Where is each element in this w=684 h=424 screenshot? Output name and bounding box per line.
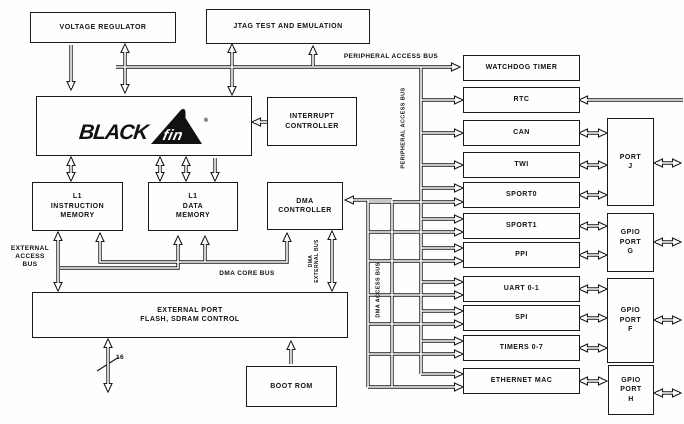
block-label: PORT xyxy=(619,153,642,161)
block-label: SPORT0 xyxy=(505,191,537,199)
block-twi: TWI xyxy=(463,152,580,178)
label-line: ACCESS xyxy=(15,253,45,261)
block-uart: UART 0-1 xyxy=(463,276,580,302)
block-l1-data-memory: L1 DATA MEMORY xyxy=(148,182,238,231)
block-voltage-regulator: VOLTAGE REGULATOR xyxy=(30,12,176,43)
label-line: EXTERNAL BUS xyxy=(314,239,320,283)
block-label: DATA xyxy=(182,202,204,210)
label-dma-core-bus: DMA CORE BUS xyxy=(219,270,275,277)
block-label: CONTROLLER xyxy=(285,122,339,130)
block-label: VOLTAGE REGULATOR xyxy=(59,23,147,31)
label-external-bus-width: 16 xyxy=(116,354,125,361)
block-label: PORT xyxy=(620,386,642,394)
logo-text-black: BLACK xyxy=(78,121,150,144)
label-peripheral-access-bus: PERIPHERAL ACCESS BUS xyxy=(343,53,439,60)
block-gpio-port-h: GPIO PORT H xyxy=(608,365,654,415)
block-label: BOOT ROM xyxy=(270,382,313,390)
block-label: MEMORY xyxy=(60,212,95,220)
block-label: MEMORY xyxy=(175,212,211,220)
blackfin-logo: BLACK fin ® xyxy=(78,106,209,146)
block-label: FLASH, SDRAM CONTROL xyxy=(140,316,240,323)
block-can: CAN xyxy=(463,120,580,146)
block-port-j: PORT J xyxy=(607,118,654,206)
block-label: J xyxy=(628,163,633,170)
block-label: GPIO xyxy=(620,307,641,315)
block-label: SPI xyxy=(515,314,528,322)
block-sport0: SPORT0 xyxy=(463,182,580,208)
logo-text-fin: fin xyxy=(160,127,185,144)
block-label: SPORT1 xyxy=(505,222,537,230)
registered-mark: ® xyxy=(203,118,209,124)
block-sport1: SPORT1 xyxy=(463,213,580,239)
block-l1-instruction-memory: L1 INSTRUCTION MEMORY xyxy=(32,182,123,231)
label-dma-access-bus: DMA ACCESS BUS xyxy=(375,262,382,318)
block-label: INSTRUCTION xyxy=(50,202,105,210)
block-jtag-test-emulation: JTAG TEST AND EMULATION xyxy=(206,9,370,44)
block-ethernet-mac: ETHERNET MAC xyxy=(463,368,580,394)
block-label: JTAG TEST AND EMULATION xyxy=(233,22,343,30)
block-label: EXTERNAL PORT xyxy=(157,306,223,314)
block-label: WATCHDOG TIMER xyxy=(485,64,558,72)
block-timers: TIMERS 0-7 xyxy=(463,335,580,361)
label-line: BUS xyxy=(22,261,38,269)
label-dma-external-bus: DMA EXTERNAL BUS xyxy=(308,239,320,283)
block-label: ETHERNET MAC xyxy=(490,377,553,385)
block-label: PORT xyxy=(619,316,642,324)
label-line: EXTERNAL xyxy=(10,245,50,252)
fin-shape xyxy=(150,108,202,144)
label-peripheral-access-bus-vertical: PERIPHERAL ACCESS BUS xyxy=(400,87,407,169)
block-external-port: EXTERNAL PORT FLASH, SDRAM CONTROL xyxy=(32,292,348,338)
block-gpio-port-g: GPIO PORT G xyxy=(607,213,654,272)
label-external-access-bus: EXTERNAL ACCESS BUS xyxy=(4,245,56,269)
block-dma-controller: DMA CONTROLLER xyxy=(267,182,343,230)
block-label: GPIO xyxy=(620,229,641,237)
block-label: PPI xyxy=(515,251,528,259)
block-label: INTERRUPT xyxy=(289,113,335,121)
block-label: CAN xyxy=(513,129,530,137)
block-label: CONTROLLER xyxy=(278,207,332,214)
block-label: DMA xyxy=(296,197,314,205)
fin-icon: fin xyxy=(149,106,203,146)
block-boot-rom: BOOT ROM xyxy=(246,366,337,407)
block-label: L1 xyxy=(188,193,198,201)
block-label: TWI xyxy=(514,161,529,169)
block-label: G xyxy=(627,248,634,256)
block-gpio-port-f: GPIO PORT F xyxy=(607,278,654,363)
block-label: UART 0-1 xyxy=(503,285,540,293)
block-ppi: PPI xyxy=(463,242,580,268)
block-watchdog-timer: WATCHDOG TIMER xyxy=(463,55,580,81)
block-label: F xyxy=(628,326,633,334)
block-label: GPIO xyxy=(621,376,641,384)
block-spi: SPI xyxy=(463,305,580,331)
block-label: PORT xyxy=(619,238,642,246)
block-interrupt-controller: INTERRUPT CONTROLLER xyxy=(267,97,357,146)
block-label: TIMERS 0-7 xyxy=(499,344,544,352)
block-label: RTC xyxy=(513,96,530,104)
block-rtc: RTC xyxy=(463,87,580,113)
block-blackfin-core: BLACK fin ® xyxy=(36,96,252,156)
block-label: L1 xyxy=(72,193,83,201)
block-label: H xyxy=(628,395,634,403)
